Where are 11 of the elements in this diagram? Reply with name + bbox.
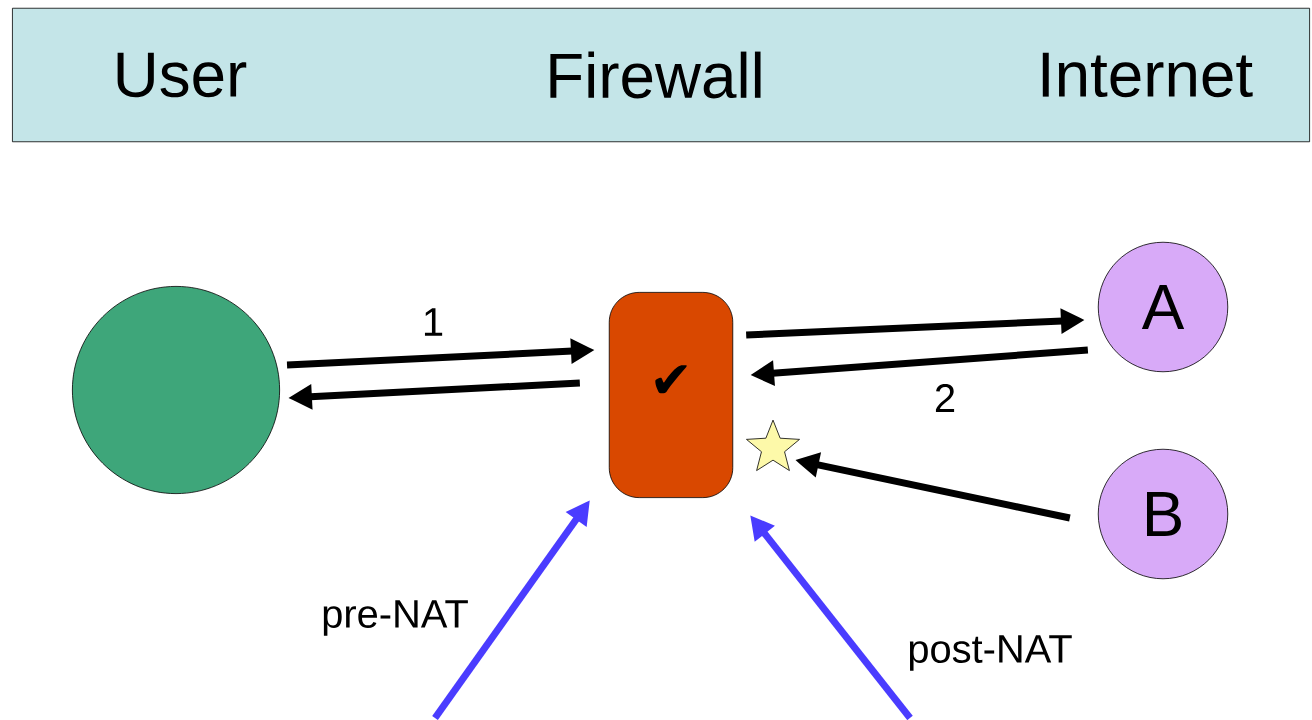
edge-label: 2 — [931, 382, 959, 414]
header-band — [12, 7, 1310, 143]
header-label: Internet — [1042, 52, 1253, 98]
header-label: Firewall — [550, 51, 761, 99]
header-label: User — [117, 52, 247, 98]
star — [746, 419, 800, 471]
edge-label: post-NAT — [905, 633, 1075, 673]
firewall-box: ✔ — [608, 292, 734, 498]
edge-label: pre-NAT — [319, 598, 471, 638]
user-circle — [72, 286, 280, 494]
edge-label: 1 — [419, 306, 447, 338]
